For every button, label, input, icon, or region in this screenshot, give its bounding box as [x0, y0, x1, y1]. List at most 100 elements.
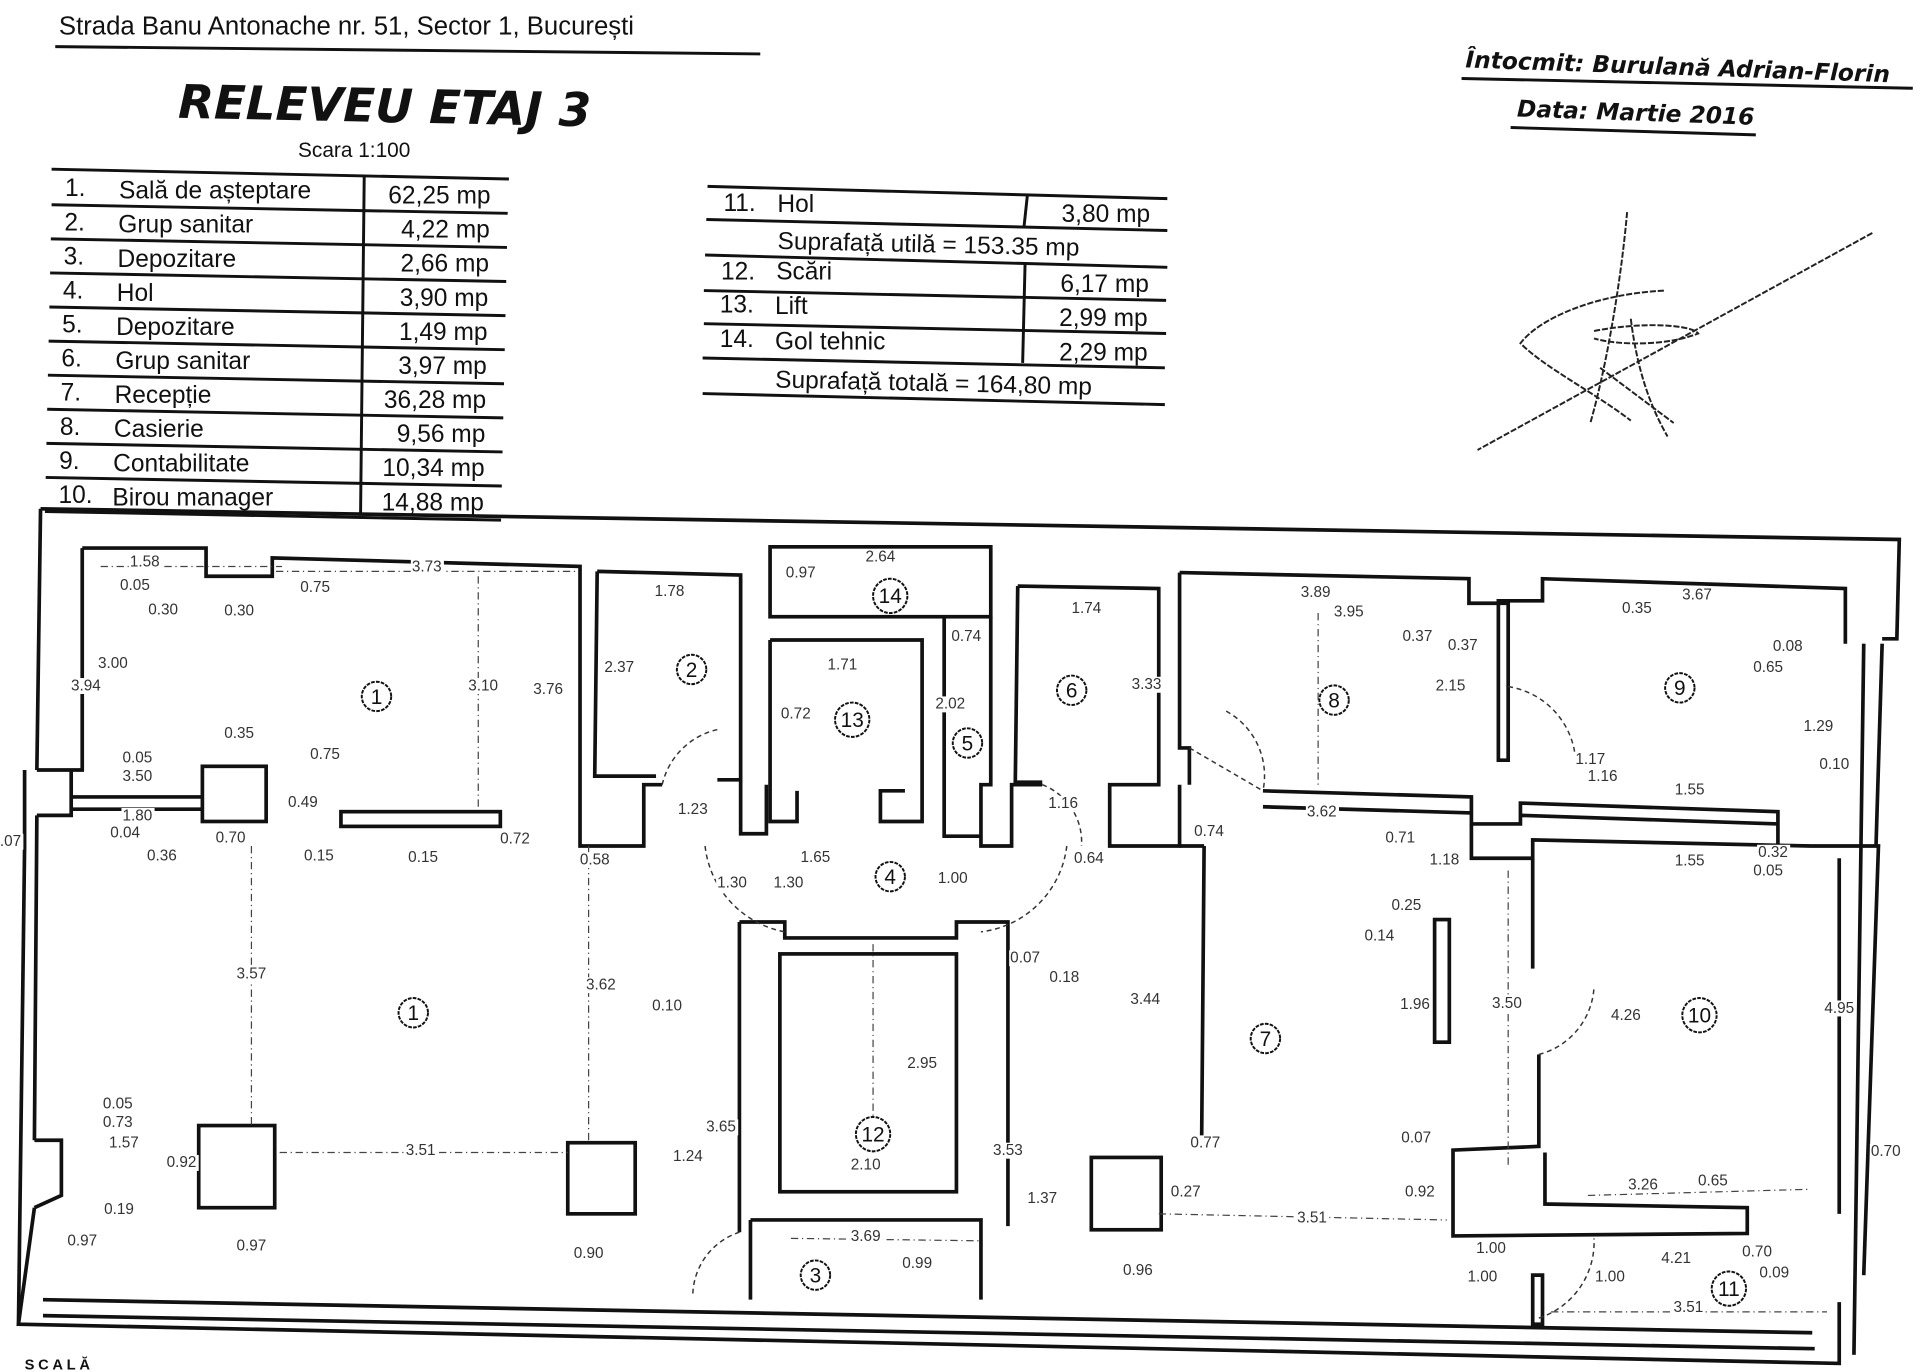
dimension-label: 3.94 — [71, 677, 101, 694]
dimension-label: 2.95 — [907, 1055, 937, 1072]
dimension-label: 0.92 — [1405, 1184, 1435, 1201]
dimension-label: 1.24 — [673, 1148, 703, 1165]
dimension-label: 3.50 — [1492, 995, 1522, 1012]
dimension-label: 0.30 — [224, 602, 254, 619]
dimension-label: 0.72 — [781, 705, 811, 722]
dimension-label: 0.05 — [103, 1095, 133, 1112]
dimension-label: 1.18 — [1430, 851, 1460, 868]
dimension-label: 0.65 — [1698, 1173, 1728, 1190]
table-cell-name: Gol tehnic — [775, 328, 885, 355]
table-divider — [359, 175, 366, 515]
table-cell-name: Depozitare — [116, 314, 235, 341]
dimension-label: 1.30 — [717, 875, 747, 892]
table-cell-area: 3,97 mp — [398, 353, 487, 380]
room-marker: 2 — [675, 653, 708, 686]
pillar — [196, 1123, 277, 1210]
document-title: RELEVEU ETAJ 3 — [178, 75, 592, 138]
dimension-label: 0.90 — [574, 1245, 604, 1262]
dimension-label: 3.00 — [98, 655, 128, 672]
dimension-label: 3.67 — [1682, 587, 1712, 604]
room-number: 9 — [1674, 677, 1686, 700]
dimension-label: 2.10 — [851, 1157, 881, 1174]
signature — [1477, 212, 1873, 451]
dimension-label: 0.58 — [580, 851, 610, 868]
table-cell-area: 2,99 mp — [1059, 305, 1148, 332]
room-marker: 11 — [1710, 1270, 1748, 1307]
dimension-label: 3.76 — [533, 681, 563, 698]
dimension-label: 3.73 — [412, 558, 442, 575]
dimension-label: 3.44 — [1130, 991, 1160, 1008]
room-number: 10 — [1688, 1005, 1711, 1028]
dimension-label: 2.02 — [935, 696, 965, 713]
table-cell-no: 2. — [64, 209, 84, 236]
table-cell-area: 9,56 mp — [397, 421, 486, 448]
table-cell-area: 2,66 mp — [400, 251, 489, 278]
date: Data: Martie 2016 — [1517, 95, 1755, 130]
room-marker: 3 — [799, 1259, 832, 1291]
room-number: 2 — [686, 659, 698, 682]
dimension-label: 0.18 — [1049, 969, 1079, 986]
table-cell-no: 10. — [58, 482, 92, 509]
room-marker: 9 — [1664, 672, 1696, 704]
dimension-label: 0.70 — [216, 829, 246, 846]
table-cell-name: Grup sanitar — [115, 348, 250, 375]
table-cell-area: 62,25 mp — [388, 183, 490, 210]
dimension-label: 4.26 — [1611, 1007, 1641, 1024]
pillar — [565, 1140, 638, 1216]
dimension-label: 0.70 — [1742, 1244, 1772, 1261]
scale-label: SCALĂ — [25, 1357, 94, 1372]
dimension-label: 3.65 — [706, 1119, 736, 1136]
room-number: 7 — [1260, 1028, 1272, 1051]
dimension-label: 3.57 — [237, 965, 267, 982]
table-cell-name: Hol — [777, 191, 814, 218]
room-marker: 10 — [1681, 997, 1718, 1034]
dimension-label: 0.92 — [167, 1154, 197, 1171]
useful-area: Suprafață utilă = 153.35 mp — [777, 228, 1079, 262]
table-cell-area: 10,34 mp — [382, 455, 484, 482]
dimension-label: 0.65 — [1753, 659, 1783, 676]
floor-plan — [16, 506, 1902, 1366]
dimension-label: 1.71 — [828, 656, 858, 673]
table-cell-name: Sală de așteptare — [119, 178, 311, 205]
room-marker: 5 — [951, 727, 984, 759]
dimension-label: 0.09 — [1759, 1265, 1789, 1282]
dimension-label: 1.74 — [1071, 600, 1101, 617]
date-underline — [1510, 126, 1756, 137]
dimension-label: 4.21 — [1661, 1250, 1691, 1267]
table-cell-area: 1,49 mp — [399, 319, 488, 346]
dimension-label: 2.64 — [866, 549, 896, 566]
dimension-label: 0.77 — [1190, 1135, 1220, 1152]
dimension-label: 1.30 — [774, 875, 804, 892]
dimension-label: 1.37 — [1027, 1190, 1057, 1207]
dimension-label: 1.29 — [1803, 718, 1833, 735]
dimension-label: 0.08 — [1773, 638, 1803, 655]
table-cell-name: Grup sanitar — [118, 212, 253, 239]
address-underline — [55, 45, 761, 56]
dimension-label: 0.72 — [500, 831, 530, 848]
dimension-label: 3.62 — [586, 976, 616, 993]
dimension-label: 1.23 — [678, 801, 708, 818]
dimension-label: 0.07 — [1010, 949, 1040, 966]
dimension-label: 0.07 — [0, 833, 21, 850]
table-cell-area: 6,17 mp — [1060, 271, 1149, 298]
table-cell-name: Recepție — [115, 382, 212, 409]
dimension-label: 0.74 — [1194, 823, 1224, 840]
table-cell-no: 5. — [62, 312, 82, 339]
dimension-label: 1.00 — [938, 870, 968, 887]
table-cell-name: Depozitare — [118, 246, 237, 273]
dimension-label: 3.89 — [1301, 584, 1331, 601]
table-cell-no: 13. — [720, 292, 754, 319]
pillar — [1089, 1155, 1164, 1232]
dimension-label: 3.95 — [1334, 604, 1364, 621]
table-cell-no: 6. — [61, 346, 81, 373]
table-cell-name: Scări — [776, 259, 832, 286]
room-number: 12 — [861, 1123, 884, 1146]
dimension-label: 0.97 — [786, 564, 816, 581]
room-number: 1 — [371, 686, 383, 709]
